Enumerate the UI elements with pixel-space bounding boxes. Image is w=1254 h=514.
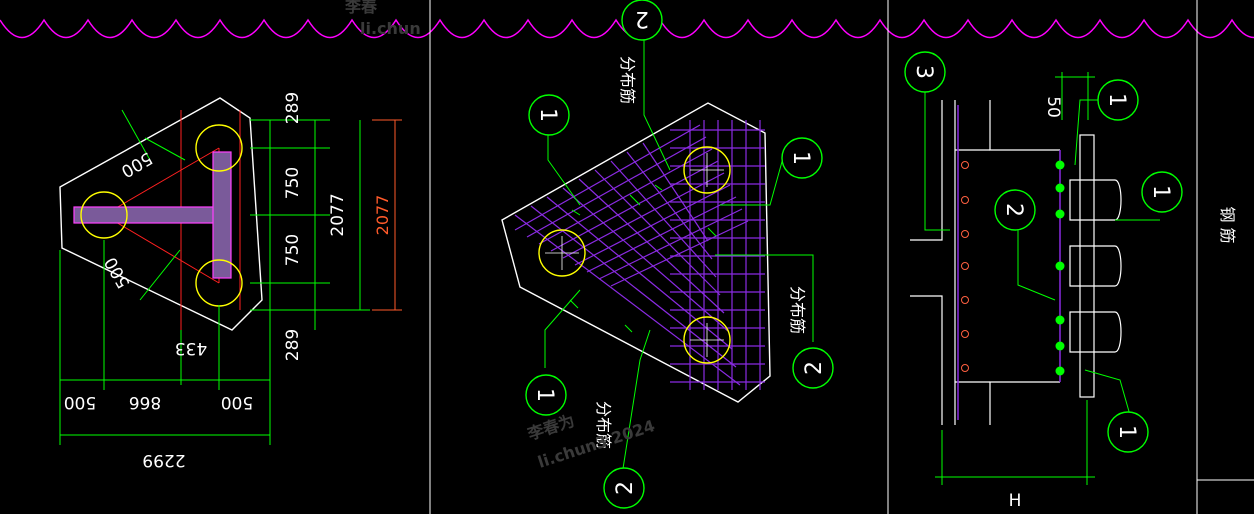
pile-cap-outline-2 bbox=[501, 102, 771, 403]
rebar-line bbox=[610, 160, 717, 278]
label-rebar: 钢 筋 bbox=[1218, 206, 1237, 243]
piles-2 bbox=[538, 146, 731, 364]
rebar-line bbox=[642, 142, 709, 242]
svg-text:李春: 李春 bbox=[344, 0, 378, 16]
pile-circle bbox=[80, 191, 128, 239]
dim-2077-red: 2077 bbox=[373, 195, 392, 236]
dim-h: H bbox=[1009, 491, 1022, 511]
dim-289-top: 289 bbox=[283, 92, 303, 124]
label-distribution-bar-bottom: 分布筋 bbox=[594, 401, 613, 449]
red-dimension bbox=[372, 119, 402, 311]
rebar-line bbox=[578, 178, 725, 314]
bubble-text: 2 bbox=[613, 481, 638, 495]
rebar-line bbox=[550, 160, 719, 252]
rebar-line bbox=[586, 196, 737, 273]
dim-433: 433 bbox=[175, 338, 207, 358]
section-outline bbox=[910, 100, 1122, 425]
panel4-notes: 钢 筋 bbox=[1218, 206, 1237, 243]
bubble-text: 1 bbox=[1104, 93, 1129, 107]
t-shaped-wall bbox=[73, 151, 232, 279]
hollow-markers bbox=[961, 161, 969, 372]
rebar-line bbox=[562, 187, 729, 332]
bubble-text: 3 bbox=[911, 65, 936, 79]
bubble-text: 1 bbox=[788, 151, 813, 165]
panel3-section-view: 3 1 1 2 1 50 H bbox=[904, 51, 1183, 511]
svg-text:李春为: 李春为 bbox=[524, 411, 576, 444]
dim-500-diag-bottom: 500 bbox=[101, 253, 135, 291]
dim-750-upper: 750 bbox=[283, 167, 303, 199]
dim-500-left: 500 bbox=[64, 392, 96, 412]
rebar-line bbox=[514, 214, 741, 386]
rebar-line bbox=[514, 124, 701, 231]
rebar-line bbox=[594, 169, 721, 296]
dim-50: 50 bbox=[1043, 96, 1063, 118]
dim-750-lower: 750 bbox=[283, 234, 303, 266]
callout-bubbles bbox=[525, 0, 834, 509]
panel-separators bbox=[429, 0, 1254, 514]
rebar-line bbox=[538, 148, 713, 245]
rebar-line bbox=[598, 208, 743, 280]
pile-cap-outline bbox=[59, 97, 263, 331]
dim-500-right: 500 bbox=[221, 392, 253, 412]
bubble-text: 2 bbox=[802, 361, 827, 375]
bubble-text: 1 bbox=[1114, 425, 1139, 439]
panel1-pile-cap-plan: 289 750 750 289 2077 2077 500 866 500 22… bbox=[59, 92, 402, 470]
svg-text:li.chun: li.chun bbox=[360, 19, 421, 38]
bubble-text: 1 bbox=[532, 388, 557, 402]
bubble-text: 1 bbox=[1148, 185, 1173, 199]
dim-866: 866 bbox=[129, 392, 161, 412]
rebar-mesh bbox=[514, 120, 765, 390]
dim-2299: 2299 bbox=[142, 450, 185, 470]
pile-circle bbox=[195, 124, 243, 172]
dimension-lines bbox=[59, 109, 370, 445]
leader-lines bbox=[544, 40, 814, 476]
panel2-reinforcement-plan: 2 1 1 1 2 2 分布筋 分布筋 分布筋 bbox=[501, 0, 834, 509]
rebar-dots bbox=[1055, 160, 1065, 376]
rebar-line bbox=[626, 151, 713, 260]
rebar-line bbox=[562, 172, 725, 259]
rebar-line bbox=[610, 220, 749, 287]
rebar-line bbox=[546, 196, 733, 350]
dim-289-bottom: 289 bbox=[283, 329, 303, 361]
bubble-text: 1 bbox=[535, 108, 560, 122]
rebar-verticals bbox=[957, 105, 1061, 420]
rebar-line bbox=[526, 136, 707, 238]
bubble-text: 2 bbox=[1001, 203, 1026, 217]
label-distribution-bar-right: 分布筋 bbox=[788, 286, 807, 334]
callout-bubbles-3 bbox=[904, 51, 1183, 453]
rebar-line bbox=[574, 184, 731, 266]
dim-2077-total: 2077 bbox=[328, 193, 348, 236]
bubble-text: 2 bbox=[635, 6, 649, 31]
pile-crosshairs bbox=[545, 153, 724, 357]
label-distribution-bar-top: 分布筋 bbox=[618, 56, 637, 104]
leader-lines-3 bbox=[924, 72, 1160, 485]
